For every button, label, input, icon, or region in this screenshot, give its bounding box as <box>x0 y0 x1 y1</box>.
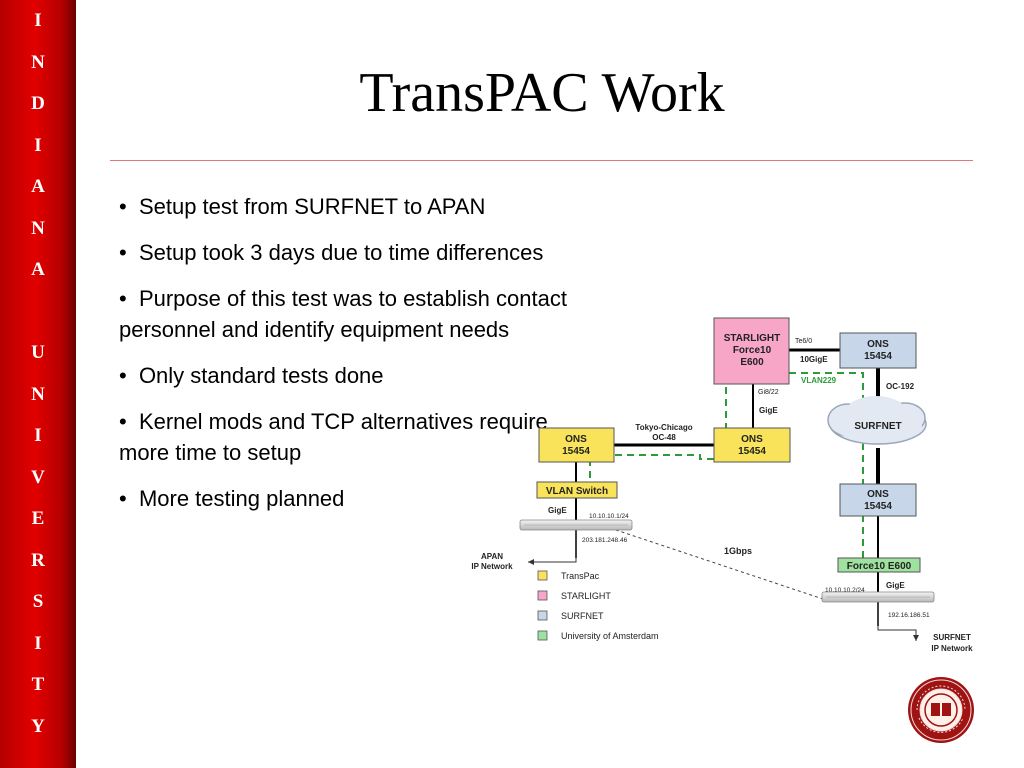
bullet-text: Setup test from SURFNET to APAN <box>138 194 486 219</box>
ons-starlight-label-1: ONS <box>741 434 763 445</box>
ons-surfnet-label-1: ONS <box>867 339 889 350</box>
ons-apan-label-1: ONS <box>565 434 587 445</box>
legend-swatch <box>537 590 548 601</box>
band-letter: N <box>31 217 45 239</box>
surfnet-cloud: SURFNET <box>827 396 927 445</box>
ons-starlight-label-2: 15454 <box>738 446 766 457</box>
label-surfnet-ip-2: IP Network <box>931 644 973 653</box>
label-10gige: 10GigE <box>800 355 828 364</box>
band-letter: T <box>31 674 45 695</box>
starlight-label-1: STARLIGHT <box>724 333 780 344</box>
surfnet-cloud-label: SURFNET <box>854 421 901 432</box>
diagram-legend: TransPac STARLIGHT SURFNET University of… <box>537 570 659 641</box>
label-gige-right: GigE <box>886 581 905 590</box>
starlight-force10-node: STARLIGHT Force10 E600 <box>713 317 790 385</box>
bullet-text: Purpose of this test was to establish co… <box>119 286 567 342</box>
ons-amsterdam-node: ONS 15454 <box>839 483 917 517</box>
side-band-letters: I N D I A N A U N I V E R S I T Y <box>0 6 76 753</box>
bullet-item: • Kernel mods and TCP alternatives requi… <box>119 409 548 465</box>
label-1gbps: 1Gbps <box>724 546 752 556</box>
label-ip-left2: 203.181.248.46 <box>582 537 628 544</box>
ons-apan-label-2: 15454 <box>562 446 590 457</box>
band-letter: R <box>31 549 45 571</box>
ons-apan-node: ONS 15454 <box>538 427 615 463</box>
slide-title: TransPAC Work <box>359 62 725 124</box>
legend-swatch <box>537 610 548 621</box>
bullet-item: • Setup test from SURFNET to APAN <box>119 194 486 219</box>
band-letter: U <box>31 342 45 363</box>
side-band: I N D I A N A U N I V E R S I T Y <box>0 0 76 768</box>
label-tokyo-chicago: Tokyo-Chicago <box>635 423 692 432</box>
title-divider <box>110 160 973 161</box>
router-right-device <box>821 591 935 603</box>
band-letter: A <box>31 176 45 197</box>
label-ip-left: 10.10.10.1/24 <box>589 513 629 520</box>
bullet-item: • Purpose of this test was to establish … <box>119 286 567 342</box>
band-letter: D <box>31 93 45 114</box>
label-gi: Gi8/22 <box>758 389 779 396</box>
legend-swatch <box>537 630 548 641</box>
band-letter: A <box>31 259 45 280</box>
band-letter: S <box>32 591 44 612</box>
starlight-label-2: Force10 <box>733 345 772 356</box>
bullet-text: More testing planned <box>138 486 345 511</box>
bullet-item: • More testing planned <box>119 486 345 511</box>
bullet-item: • Only standard tests done <box>119 363 384 388</box>
link-1gbps <box>609 527 827 601</box>
vlan-switch-label: VLAN Switch <box>546 486 608 497</box>
legend-label: University of Amsterdam <box>561 631 659 641</box>
university-seal-icon <box>908 677 974 743</box>
band-letter: E <box>31 508 45 529</box>
ons-surfnet-node: ONS 15454 <box>839 332 917 369</box>
label-oc48: OC-48 <box>652 433 676 442</box>
arrow-to-apan <box>528 558 577 565</box>
label-apan-1: APAN <box>481 552 503 561</box>
label-surfnet-ip-1: SURFNET <box>933 633 971 642</box>
bullet-text: Setup took 3 days due to time difference… <box>138 240 544 265</box>
ons-surfnet-label-2: 15454 <box>864 351 892 362</box>
legend-label: TransPac <box>561 571 600 581</box>
bullet-text: Only standard tests done <box>138 363 384 388</box>
ons-amsterdam-label-2: 15454 <box>864 501 892 512</box>
label-ip-right: 10.10.10.2/24 <box>825 587 865 594</box>
ons-amsterdam-label-1: ONS <box>867 489 889 500</box>
label-gige-top: GigE <box>759 406 778 415</box>
router-left-device <box>519 519 633 531</box>
legend-label: SURFNET <box>561 611 604 621</box>
band-letter: N <box>31 383 45 405</box>
label-te: Te6/0 <box>795 338 812 345</box>
force10-uva-node: Force10 E600 <box>837 557 921 573</box>
band-letter: I <box>34 10 42 31</box>
vlan-switch-node: VLAN Switch <box>536 481 618 499</box>
label-ip-right2: 192.16.186.51 <box>888 612 930 619</box>
label-oc192: OC-192 <box>886 382 915 391</box>
bullet-list: • Setup test from SURFNET to APAN • Setu… <box>119 191 599 529</box>
label-apan-2: IP Network <box>471 562 513 571</box>
force10-uva-label: Force10 E600 <box>847 561 912 572</box>
arrow-to-surfnet-ip <box>877 626 919 641</box>
starlight-label-3: E600 <box>740 357 764 368</box>
band-letter: N <box>31 51 45 73</box>
band-letter: I <box>34 425 42 446</box>
label-vlan229: VLAN229 <box>801 376 837 385</box>
band-letter: V <box>31 466 45 488</box>
band-letter: I <box>34 632 42 654</box>
bullet-item: • Setup took 3 days due to time differen… <box>119 240 544 265</box>
band-letter: Y <box>31 715 45 737</box>
legend-swatch <box>537 570 548 581</box>
vlan-path <box>589 372 864 570</box>
band-letter: I <box>34 134 42 156</box>
ons-starlight-node: ONS 15454 <box>713 427 791 463</box>
label-gige-left: GigE <box>548 506 567 515</box>
bullet-text: Kernel mods and TCP alternatives require… <box>119 409 548 465</box>
legend-label: STARLIGHT <box>561 591 611 601</box>
